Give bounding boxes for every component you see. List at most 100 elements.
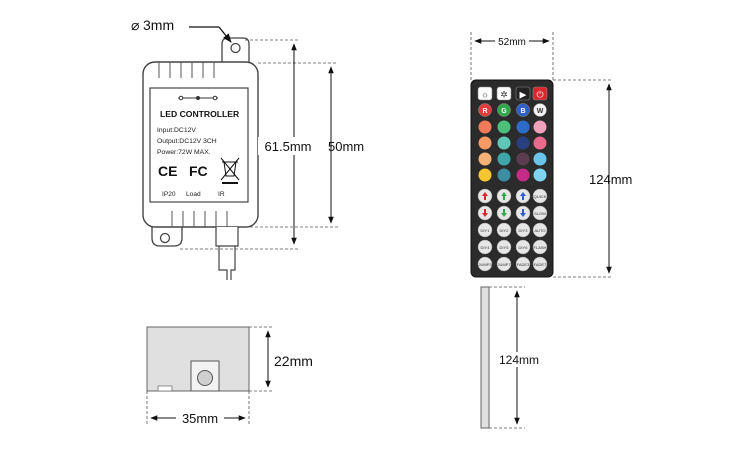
controller-label xyxy=(149,87,249,203)
remote-button-r[interactable]: R xyxy=(478,103,492,117)
remote-button-label: FADE7 xyxy=(534,262,547,267)
controller-side-view: 22mm 35mm xyxy=(146,326,313,426)
bottom-mount-hole xyxy=(159,232,171,244)
remote-button-label: SLOW xyxy=(534,211,546,216)
controller-front-view: LED CONTROLLER Input:DC12V Output:DC12V … xyxy=(131,17,364,280)
label-title: LED CONTROLLER xyxy=(160,109,240,119)
remote-color-button[interactable] xyxy=(478,168,492,182)
bottom-grooves xyxy=(171,211,228,227)
remote-button-diy3[interactable]: DIY3 xyxy=(515,222,531,238)
dim-label-bg-124-side xyxy=(495,352,543,367)
remote-button-diy2[interactable]: DIY2 xyxy=(496,222,512,238)
remote-button-label: JUMP7 xyxy=(497,262,511,267)
remote-button-diy6[interactable]: DIY6 xyxy=(515,239,531,255)
remote-button-arrow[interactable] xyxy=(515,188,531,204)
remote-button-arrow[interactable] xyxy=(477,205,493,221)
label-spec-power: Power:72W MAX. xyxy=(157,149,211,156)
remote-button-diy4[interactable]: DIY4 xyxy=(477,239,493,255)
arrow-down-icon xyxy=(501,209,507,217)
remote-button-brightness-down[interactable]: ✲ xyxy=(496,86,512,101)
dim-label-124mm: 124mm xyxy=(589,172,632,187)
remote-button-auto[interactable]: AUTO xyxy=(532,222,548,238)
dim-label-bg xyxy=(258,137,318,155)
remote-side-extension-lines xyxy=(489,286,525,429)
dim-label-61-5mm: 61.5mm xyxy=(265,139,312,154)
remote-color-button[interactable] xyxy=(497,120,511,134)
remote-color-button[interactable] xyxy=(533,136,547,150)
hole-dimension-symbol: ⌀ xyxy=(131,17,139,33)
remote-button-arrow[interactable] xyxy=(496,188,512,204)
label-port-ir: IR xyxy=(218,191,225,198)
arrow-down-icon xyxy=(520,209,526,217)
remote-color-button[interactable] xyxy=(516,168,530,182)
remote-button-label: DIY6 xyxy=(519,245,529,250)
side-notch xyxy=(157,385,173,392)
remote-button-label: B xyxy=(520,108,525,115)
remote-button-fade7[interactable]: FADE7 xyxy=(532,256,548,272)
remote-extension-lines xyxy=(470,32,612,278)
remote-button-arrow[interactable] xyxy=(477,188,493,204)
remote-front-view: 52mm 124mm ☼ ✲ ▶ ⏻ R G B W QUICK SLOW DIY1 DIY2 DIY3… xyxy=(470,32,632,278)
remote-button-label: AUTO xyxy=(534,228,545,233)
remote-color-button[interactable] xyxy=(533,152,547,166)
connector-symbol xyxy=(178,95,218,101)
remote-button-label: QUICK xyxy=(534,194,547,199)
remote-color-button[interactable] xyxy=(516,120,530,134)
remote-button-quick[interactable]: QUICK xyxy=(532,188,548,204)
remote-button-label: W xyxy=(537,108,544,115)
extension-lines xyxy=(180,39,338,250)
label-port-load: Load xyxy=(186,191,201,198)
remote-side-body xyxy=(480,286,490,429)
hole-dimension-label: 3mm xyxy=(143,17,174,33)
remote-color-button[interactable] xyxy=(533,120,547,134)
dim-label-124mm-side: 124mm xyxy=(499,353,539,367)
fc-mark: FC xyxy=(189,163,208,179)
label-port-ip20: IP20 xyxy=(162,191,176,198)
remote-button-slow[interactable]: SLOW xyxy=(532,205,548,221)
brightness-down-icon: ✲ xyxy=(500,90,508,100)
cable-gland xyxy=(215,227,239,247)
remote-button-diy1[interactable]: DIY1 xyxy=(477,222,493,238)
remote-color-button[interactable] xyxy=(516,136,530,150)
brightness-up-icon: ☼ xyxy=(481,90,489,100)
remote-color-button[interactable] xyxy=(478,136,492,150)
remote-button-jump7[interactable]: JUMP7 xyxy=(496,256,511,272)
dim-label-35mm: 35mm xyxy=(182,411,218,426)
remote-button-arrow[interactable] xyxy=(496,205,512,221)
remote-button-b[interactable]: B xyxy=(516,103,530,117)
remote-color-button[interactable] xyxy=(516,152,530,166)
remote-button-flash[interactable]: FLASH xyxy=(532,239,548,255)
remote-button-fade3[interactable]: FADE3 xyxy=(515,256,531,272)
remote-color-button[interactable] xyxy=(497,136,511,150)
remote-color-button[interactable] xyxy=(497,152,511,166)
arrow-up-icon xyxy=(501,192,507,200)
dim-label-52mm: 52mm xyxy=(498,37,526,48)
remote-button-diy5[interactable]: DIY5 xyxy=(496,239,512,255)
ce-mark: CE xyxy=(158,163,177,179)
remote-side-view: 124mm xyxy=(480,286,543,429)
remote-color-button[interactable] xyxy=(497,168,511,182)
remote-button-play-pause[interactable]: ▶ xyxy=(515,86,531,101)
label-spec-input: Input:DC12V xyxy=(157,127,196,134)
remote-button-jump3[interactable]: JUMP3 xyxy=(477,256,492,272)
label-spec-output: Output:DC12V 3CH xyxy=(157,138,217,145)
remote-button-label: R xyxy=(482,108,487,115)
side-extension-lines xyxy=(146,326,272,426)
play-pause-icon: ▶ xyxy=(520,90,527,100)
remote-button-brightness-up[interactable]: ☼ xyxy=(477,86,493,101)
remote-color-button[interactable] xyxy=(478,120,492,134)
dim-label-50mm: 50mm xyxy=(328,139,364,154)
remote-button-g[interactable]: G xyxy=(497,103,511,117)
remote-button-label: JUMP3 xyxy=(478,262,492,267)
remote-button-label: DIY2 xyxy=(500,228,510,233)
remote-color-button[interactable] xyxy=(533,168,547,182)
remote-color-button[interactable] xyxy=(478,152,492,166)
remote-button-arrow[interactable] xyxy=(515,205,531,221)
remote-button-label: G xyxy=(501,108,507,115)
cable xyxy=(218,246,236,280)
remote-button-w[interactable]: W xyxy=(533,103,547,117)
remote-button-label: FLASH xyxy=(534,245,547,250)
remote-button-power[interactable]: ⏻ xyxy=(532,86,548,101)
